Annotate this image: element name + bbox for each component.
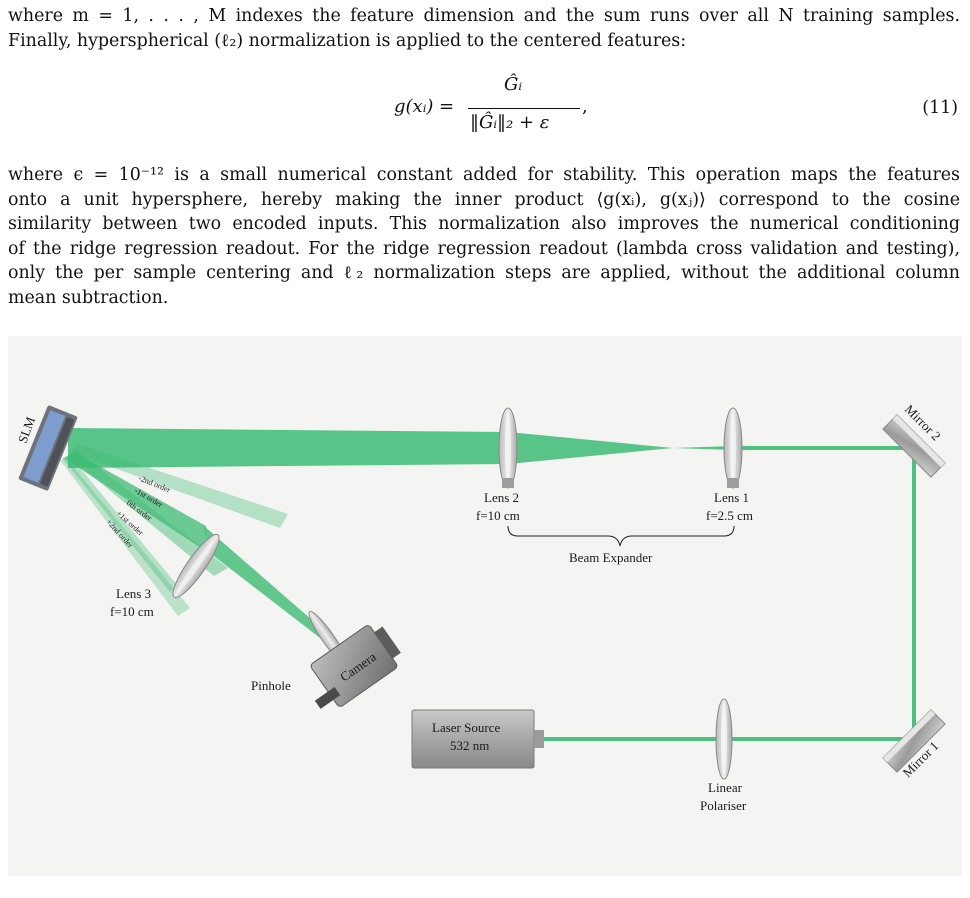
- label-lens1-focal: f=2.5 cm: [706, 508, 753, 523]
- beam-order-0: [64, 452, 206, 550]
- paragraph-normalization: where ϵ = 10⁻¹² is a small numerical con…: [8, 163, 960, 310]
- camera-device: [310, 625, 401, 709]
- text-line: of the ridge regression readout. For the…: [8, 238, 960, 259]
- equation-lhs: g(xᵢ) =: [394, 96, 455, 117]
- slm-device: [18, 405, 78, 491]
- mirror1: [882, 709, 946, 773]
- mirror2: [882, 414, 946, 478]
- label-laser-line1: Laser Source: [432, 720, 500, 735]
- lens3: [172, 533, 220, 599]
- text-line: onto a unit hypersphere, hereby making t…: [8, 189, 960, 210]
- label-polariser-line2: Polariser: [700, 798, 747, 813]
- beam-lens2-to-slm: [68, 428, 508, 468]
- paragraph-intro: where m = 1, . . . , M indexes the featu…: [8, 4, 960, 53]
- fraction-bar: [468, 108, 580, 110]
- label-lens3-focal: f=10 cm: [110, 604, 154, 619]
- equation-number: (11): [922, 98, 958, 118]
- equation-numerator: Ĝᵢ: [504, 74, 522, 95]
- beam-expander-brace: [507, 525, 735, 547]
- equation-11: g(xᵢ) = Ĝᵢ ‖Ĝᵢ‖₂ + ε , (11): [0, 74, 970, 144]
- equation-comma: ,: [582, 96, 588, 117]
- label-beam-expander: Beam Expander: [569, 550, 653, 565]
- label-lens3-name: Lens 3: [116, 586, 151, 601]
- label-polariser-line1: Linear: [708, 780, 743, 795]
- text-line: where ϵ = 10⁻¹² is a small numerical con…: [8, 165, 960, 185]
- text-line: Finally, hyperspherical (ℓ₂) normalizati…: [8, 30, 687, 51]
- text-line: only the per sample centering and ℓ₂ nor…: [8, 263, 960, 283]
- lens1: [723, 407, 743, 489]
- laser-source: [411, 709, 544, 769]
- linear-polariser: [715, 698, 733, 780]
- equation-denominator: ‖Ĝᵢ‖₂ + ε: [470, 112, 550, 133]
- beam-order-plus2: [60, 458, 190, 616]
- text-line: where m = 1, . . . , M indexes the featu…: [8, 6, 960, 26]
- optical-setup-diagram: SLM -2nd order -1st order 0th order +1st…: [15, 402, 946, 813]
- label-pinhole: Pinhole: [251, 678, 291, 693]
- label-laser-line2: 532 nm: [450, 738, 489, 753]
- text-line: similarity between two encoded inputs. T…: [8, 214, 960, 234]
- beam-lens3-to-pinhole: [204, 526, 328, 641]
- text-line: mean subtraction.: [8, 287, 169, 308]
- beam-lens1-to-focus: [673, 446, 733, 450]
- beam-order-minus2: [70, 444, 288, 528]
- label-lens2-name: Lens 2: [484, 490, 519, 505]
- label-lens2-focal: f=10 cm: [476, 508, 520, 523]
- optical-setup-figure: SLM -2nd order -1st order 0th order +1st…: [8, 336, 962, 876]
- beam-focus-to-lens2: [508, 432, 673, 464]
- beam-order-plus1: [62, 456, 178, 592]
- label-lens1-name: Lens 1: [714, 490, 749, 505]
- lens2: [498, 407, 518, 489]
